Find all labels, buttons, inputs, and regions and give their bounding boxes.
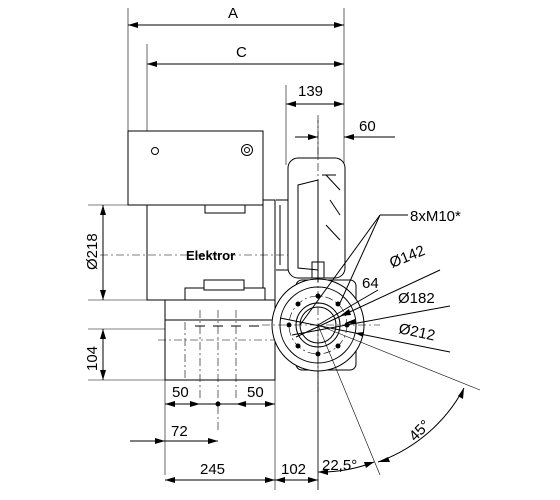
dimension-a-label: A bbox=[228, 5, 238, 22]
motor-brand-label: Elektror bbox=[186, 248, 235, 263]
dimension-45-label: 45° bbox=[406, 417, 434, 445]
dimension-d182: Ø182 bbox=[291, 290, 451, 336]
thread-callout-label: 8xM10* bbox=[410, 208, 461, 225]
base-block bbox=[158, 299, 300, 430]
dimension-d218-label: Ø218 bbox=[84, 233, 101, 270]
dimension-22-5-label: 22,5° bbox=[322, 457, 357, 474]
dimension-a: A bbox=[127, 5, 345, 175]
dimension-139-label: 139 bbox=[298, 83, 323, 100]
dimension-102-label: 102 bbox=[281, 461, 306, 478]
dimension-50-pair: 50 50 bbox=[164, 300, 276, 490]
dimension-104-label: 104 bbox=[84, 346, 101, 371]
dimension-thread: 8xM10* bbox=[299, 208, 461, 326]
dimension-c: C bbox=[146, 44, 344, 132]
fan-housing bbox=[276, 157, 346, 279]
dimension-64: 64 bbox=[317, 275, 379, 326]
terminal-box bbox=[127, 130, 264, 206]
dimension-72: 72 bbox=[130, 423, 218, 444]
dimension-d212-label: Ø212 bbox=[397, 320, 436, 344]
dimension-50-right-label: 50 bbox=[247, 384, 264, 401]
dimension-60-label: 60 bbox=[359, 118, 376, 135]
dimension-d182-label: Ø182 bbox=[398, 290, 435, 307]
dimension-64-label: 64 bbox=[362, 275, 379, 292]
dimension-139: 139 bbox=[285, 83, 344, 165]
dimension-102: 102 bbox=[275, 370, 319, 490]
dimension-245: 245 bbox=[165, 461, 275, 483]
dimension-245-label: 245 bbox=[200, 461, 225, 478]
dimension-104: 104 bbox=[84, 328, 165, 381]
dimension-72-label: 72 bbox=[171, 423, 188, 440]
dimension-50-left-label: 50 bbox=[172, 384, 189, 401]
motor-body: Elektror bbox=[100, 199, 290, 303]
dimension-d218: Ø218 bbox=[84, 204, 147, 301]
dimension-c-label: C bbox=[236, 44, 247, 61]
dimension-d142-label: Ø142 bbox=[387, 242, 427, 272]
